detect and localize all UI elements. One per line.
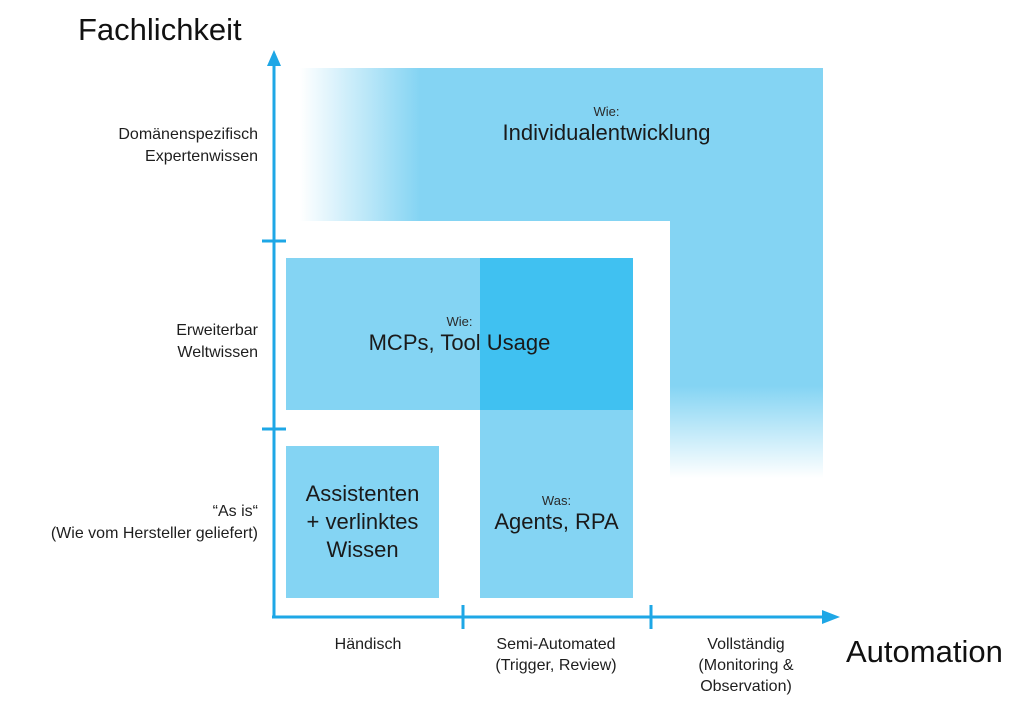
region-title-line: + verlinktes bbox=[306, 509, 419, 534]
x-level-line: Observation) bbox=[700, 678, 792, 695]
y-level-extendable: Erweiterbar Weltwissen bbox=[176, 320, 258, 364]
y-axis-title: Fachlichkeit bbox=[78, 12, 242, 47]
region-prefix: Wie: bbox=[593, 104, 620, 119]
x-level-line: Vollständig bbox=[707, 636, 785, 653]
individual-region-shape bbox=[300, 68, 823, 478]
x-level-manual: Händisch bbox=[288, 634, 448, 655]
y-axis bbox=[262, 50, 286, 617]
individual-region-label: Wie: Individualentwicklung bbox=[420, 96, 793, 154]
y-level-line: Domänenspezifisch bbox=[118, 126, 258, 143]
assist-region-label: Assistenten + verlinktes Wissen bbox=[286, 446, 439, 598]
mcp-region-label: Wie: MCPs, Tool Usage bbox=[286, 310, 633, 360]
region-title: Individualentwicklung bbox=[502, 120, 711, 145]
x-level-semi-automated: Semi-Automated (Trigger, Review) bbox=[466, 634, 646, 676]
x-level-line: Händisch bbox=[334, 636, 402, 653]
y-level-line: (Wie vom Hersteller geliefert) bbox=[50, 525, 258, 542]
x-level-full: Vollständig (Monitoring & Observation) bbox=[656, 634, 836, 697]
x-axis-title: Automation bbox=[846, 634, 1003, 669]
agents-region-label: Was: Agents, RPA bbox=[480, 488, 633, 540]
y-level-line: Erweiterbar bbox=[176, 322, 258, 339]
region-title-line: Wissen bbox=[326, 537, 399, 562]
y-level-line: “As is“ bbox=[212, 503, 258, 520]
y-level-as-is: “As is“ (Wie vom Hersteller geliefert) bbox=[51, 501, 258, 545]
region-title: Agents, RPA bbox=[494, 509, 619, 534]
y-level-domain-expert: Domänenspezifisch Expertenwissen bbox=[118, 124, 258, 168]
x-axis bbox=[272, 605, 840, 629]
region-prefix: Was: bbox=[541, 493, 572, 508]
overlap-region-shape bbox=[480, 258, 633, 410]
y-level-line: Expertenwissen bbox=[145, 148, 258, 165]
x-level-line: (Monitoring & bbox=[698, 657, 794, 674]
x-level-line: Semi-Automated bbox=[496, 636, 616, 653]
region-title: MCPs, Tool Usage bbox=[368, 330, 551, 355]
region-prefix: Wie: bbox=[446, 314, 473, 329]
region-title-line: Assistenten bbox=[305, 481, 420, 506]
x-level-line: (Trigger, Review) bbox=[495, 657, 617, 674]
assist-region-shape bbox=[286, 446, 439, 598]
y-level-line: Weltwissen bbox=[177, 344, 258, 361]
